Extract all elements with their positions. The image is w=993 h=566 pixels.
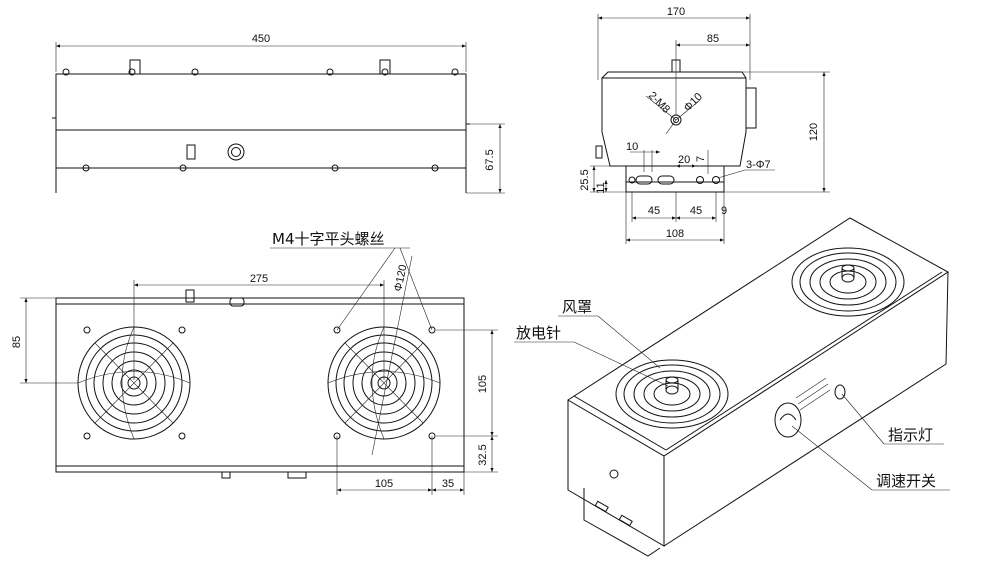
dim-bracket-7: 7 <box>695 156 707 162</box>
dim-bracket-255: 25.5 <box>579 169 591 190</box>
label-screw: M4十字平头螺丝 <box>272 230 385 248</box>
dim-bracket-45a: 45 <box>648 205 660 217</box>
label-discharge-needle: 放电针 <box>516 324 561 342</box>
dim-hole-10: Φ10 <box>682 91 705 114</box>
dim-bracket-9: 9 <box>721 205 727 217</box>
dim-thread: 2-M8 <box>646 90 672 116</box>
dim-bracket-10: 10 <box>626 141 638 153</box>
dim-front-35: 35 <box>442 478 454 490</box>
dim-fan-dia: Φ120 <box>392 264 409 293</box>
dim-bracket-45b: 45 <box>690 205 702 217</box>
dim-top-height: 67.5 <box>484 149 496 170</box>
label-fan-guard: 风罩 <box>562 298 592 316</box>
dim-front-275: 275 <box>250 273 268 285</box>
dim-bracket-108: 108 <box>666 228 684 240</box>
iso-fan-back <box>791 247 905 317</box>
isometric-view: 风罩 放电针 指示灯 调速开关 <box>514 217 950 557</box>
iso-fan-front <box>615 359 729 429</box>
front-view: M4十字平头螺丝 275 Φ120 85 105 32.5 105 35 <box>11 230 498 495</box>
side-view: 2-M8 Φ10 170 85 120 10 20 <box>579 6 830 244</box>
dim-bracket-20: 20 <box>678 154 690 166</box>
dim-bracket-holes: 3-Φ7 <box>746 159 771 171</box>
dim-front-85: 85 <box>11 336 23 348</box>
dim-bracket-11: 11 <box>595 182 607 193</box>
label-speed-switch: 调速开关 <box>876 472 936 490</box>
dim-front-105-h: 105 <box>375 478 393 490</box>
dim-front-105-v: 105 <box>477 375 489 393</box>
dim-side-width: 170 <box>667 6 685 18</box>
dim-front-325: 32.5 <box>477 444 489 465</box>
label-indicator-light: 指示灯 <box>888 426 933 444</box>
dim-side-height: 120 <box>808 123 820 141</box>
dim-side-85: 85 <box>707 33 719 45</box>
dim-top-width: 450 <box>252 33 270 45</box>
top-view: 450 67.5 <box>52 33 505 194</box>
